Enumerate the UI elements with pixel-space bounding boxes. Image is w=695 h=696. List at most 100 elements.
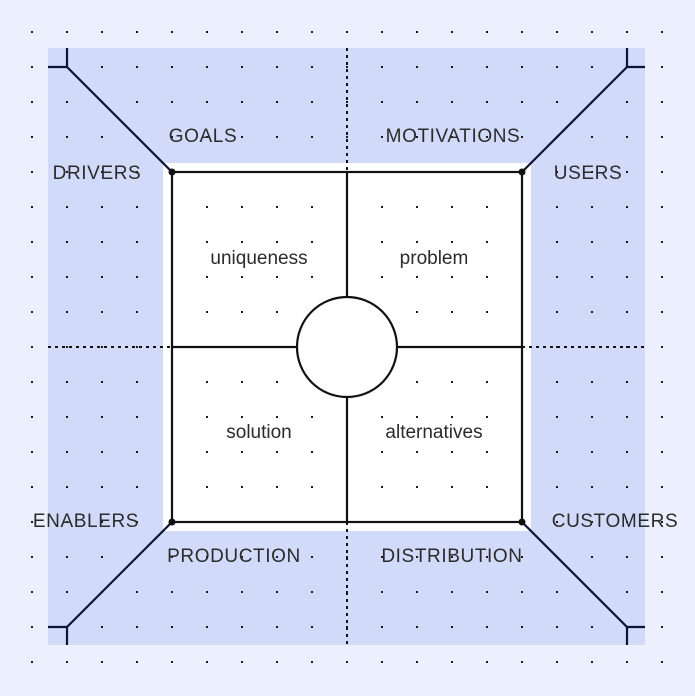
grid-dot xyxy=(311,241,313,243)
grid-dot xyxy=(591,451,593,453)
grid-dot xyxy=(101,171,103,173)
grid-dot xyxy=(31,346,33,348)
grid-dot xyxy=(486,451,488,453)
grid-dot xyxy=(416,206,418,208)
grid-dot xyxy=(661,346,663,348)
grid-dot xyxy=(241,486,243,488)
grid-dot xyxy=(136,416,138,418)
grid-dot xyxy=(556,241,558,243)
grid-dot xyxy=(521,66,523,68)
grid-dot xyxy=(451,31,453,33)
grid-dot xyxy=(381,591,383,593)
grid-dot xyxy=(381,206,383,208)
grid-dot xyxy=(241,556,243,558)
grid-dot xyxy=(626,486,628,488)
grid-dot xyxy=(311,591,313,593)
grid-dot xyxy=(241,311,243,313)
grid-dot xyxy=(486,626,488,628)
grid-dot xyxy=(591,381,593,383)
grid-dot xyxy=(661,381,663,383)
grid-dot xyxy=(416,451,418,453)
grid-dot xyxy=(276,451,278,453)
corner-tick-bottom-right xyxy=(625,625,645,645)
grid-dot xyxy=(451,416,453,418)
grid-dot xyxy=(136,276,138,278)
grid-dot xyxy=(241,626,243,628)
grid-dot xyxy=(206,66,208,68)
grid-dot xyxy=(556,381,558,383)
grid-dot xyxy=(31,661,33,663)
grid-dot xyxy=(206,661,208,663)
grid-dot xyxy=(66,416,68,418)
diagonal-top-right xyxy=(521,66,628,173)
grid-dot xyxy=(31,31,33,33)
grid-dot xyxy=(626,311,628,313)
grid-dot xyxy=(486,381,488,383)
label-motivations: MOTIVATIONS xyxy=(386,126,521,147)
grid-dot xyxy=(136,381,138,383)
grid-dot xyxy=(661,171,663,173)
grid-dot xyxy=(206,31,208,33)
grid-dot xyxy=(416,101,418,103)
grid-dot xyxy=(276,591,278,593)
corner-tick-top-left xyxy=(48,48,69,69)
grid-dot xyxy=(66,171,68,173)
corner-dot-tr xyxy=(518,168,526,176)
corner-tick-top-right xyxy=(625,48,645,69)
grid-dot xyxy=(66,276,68,278)
grid-dot xyxy=(346,101,348,103)
grid-dot xyxy=(591,31,593,33)
grid-dot xyxy=(486,101,488,103)
grid-dot xyxy=(101,556,103,558)
grid-dot xyxy=(521,626,523,628)
grid-dot xyxy=(311,416,313,418)
grid-dot xyxy=(66,486,68,488)
grid-dot xyxy=(276,416,278,418)
corner-tick-bottom-left xyxy=(48,625,69,645)
grid-dot xyxy=(311,136,313,138)
grid-dot xyxy=(626,276,628,278)
grid-dot xyxy=(521,136,523,138)
grid-dot xyxy=(31,381,33,383)
grid-dot xyxy=(241,661,243,663)
grid-dot xyxy=(591,241,593,243)
grid-dot xyxy=(136,451,138,453)
grid-dot xyxy=(311,276,313,278)
grid-dot xyxy=(276,276,278,278)
grid-dot xyxy=(206,416,208,418)
grid-dot xyxy=(591,416,593,418)
grid-dot xyxy=(451,451,453,453)
grid-dot xyxy=(311,101,313,103)
grid-dot xyxy=(206,556,208,558)
grid-dot xyxy=(31,171,33,173)
grid-dot xyxy=(591,486,593,488)
grid-dot xyxy=(416,591,418,593)
label-solution: solution xyxy=(226,422,292,443)
grid-dot xyxy=(31,416,33,418)
grid-dot xyxy=(136,206,138,208)
grid-dot xyxy=(381,416,383,418)
grid-dot xyxy=(241,241,243,243)
grid-dot xyxy=(206,101,208,103)
grid-dot xyxy=(661,311,663,313)
grid-dot xyxy=(556,171,558,173)
grid-dot xyxy=(591,556,593,558)
grid-dot xyxy=(241,416,243,418)
grid-dot xyxy=(206,206,208,208)
grid-dot xyxy=(346,661,348,663)
grid-dot xyxy=(486,556,488,558)
grid-dot xyxy=(241,206,243,208)
grid-dot xyxy=(556,521,558,523)
grid-dot xyxy=(556,451,558,453)
grid-dot xyxy=(31,101,33,103)
grid-dot xyxy=(31,136,33,138)
grid-dot xyxy=(381,66,383,68)
grid-dot xyxy=(626,31,628,33)
grid-dot xyxy=(206,136,208,138)
grid-dot xyxy=(66,31,68,33)
grid-dot xyxy=(171,626,173,628)
grid-dot xyxy=(136,31,138,33)
grid-dot xyxy=(486,416,488,418)
grid-dot xyxy=(591,171,593,173)
corner-dots xyxy=(168,168,526,526)
